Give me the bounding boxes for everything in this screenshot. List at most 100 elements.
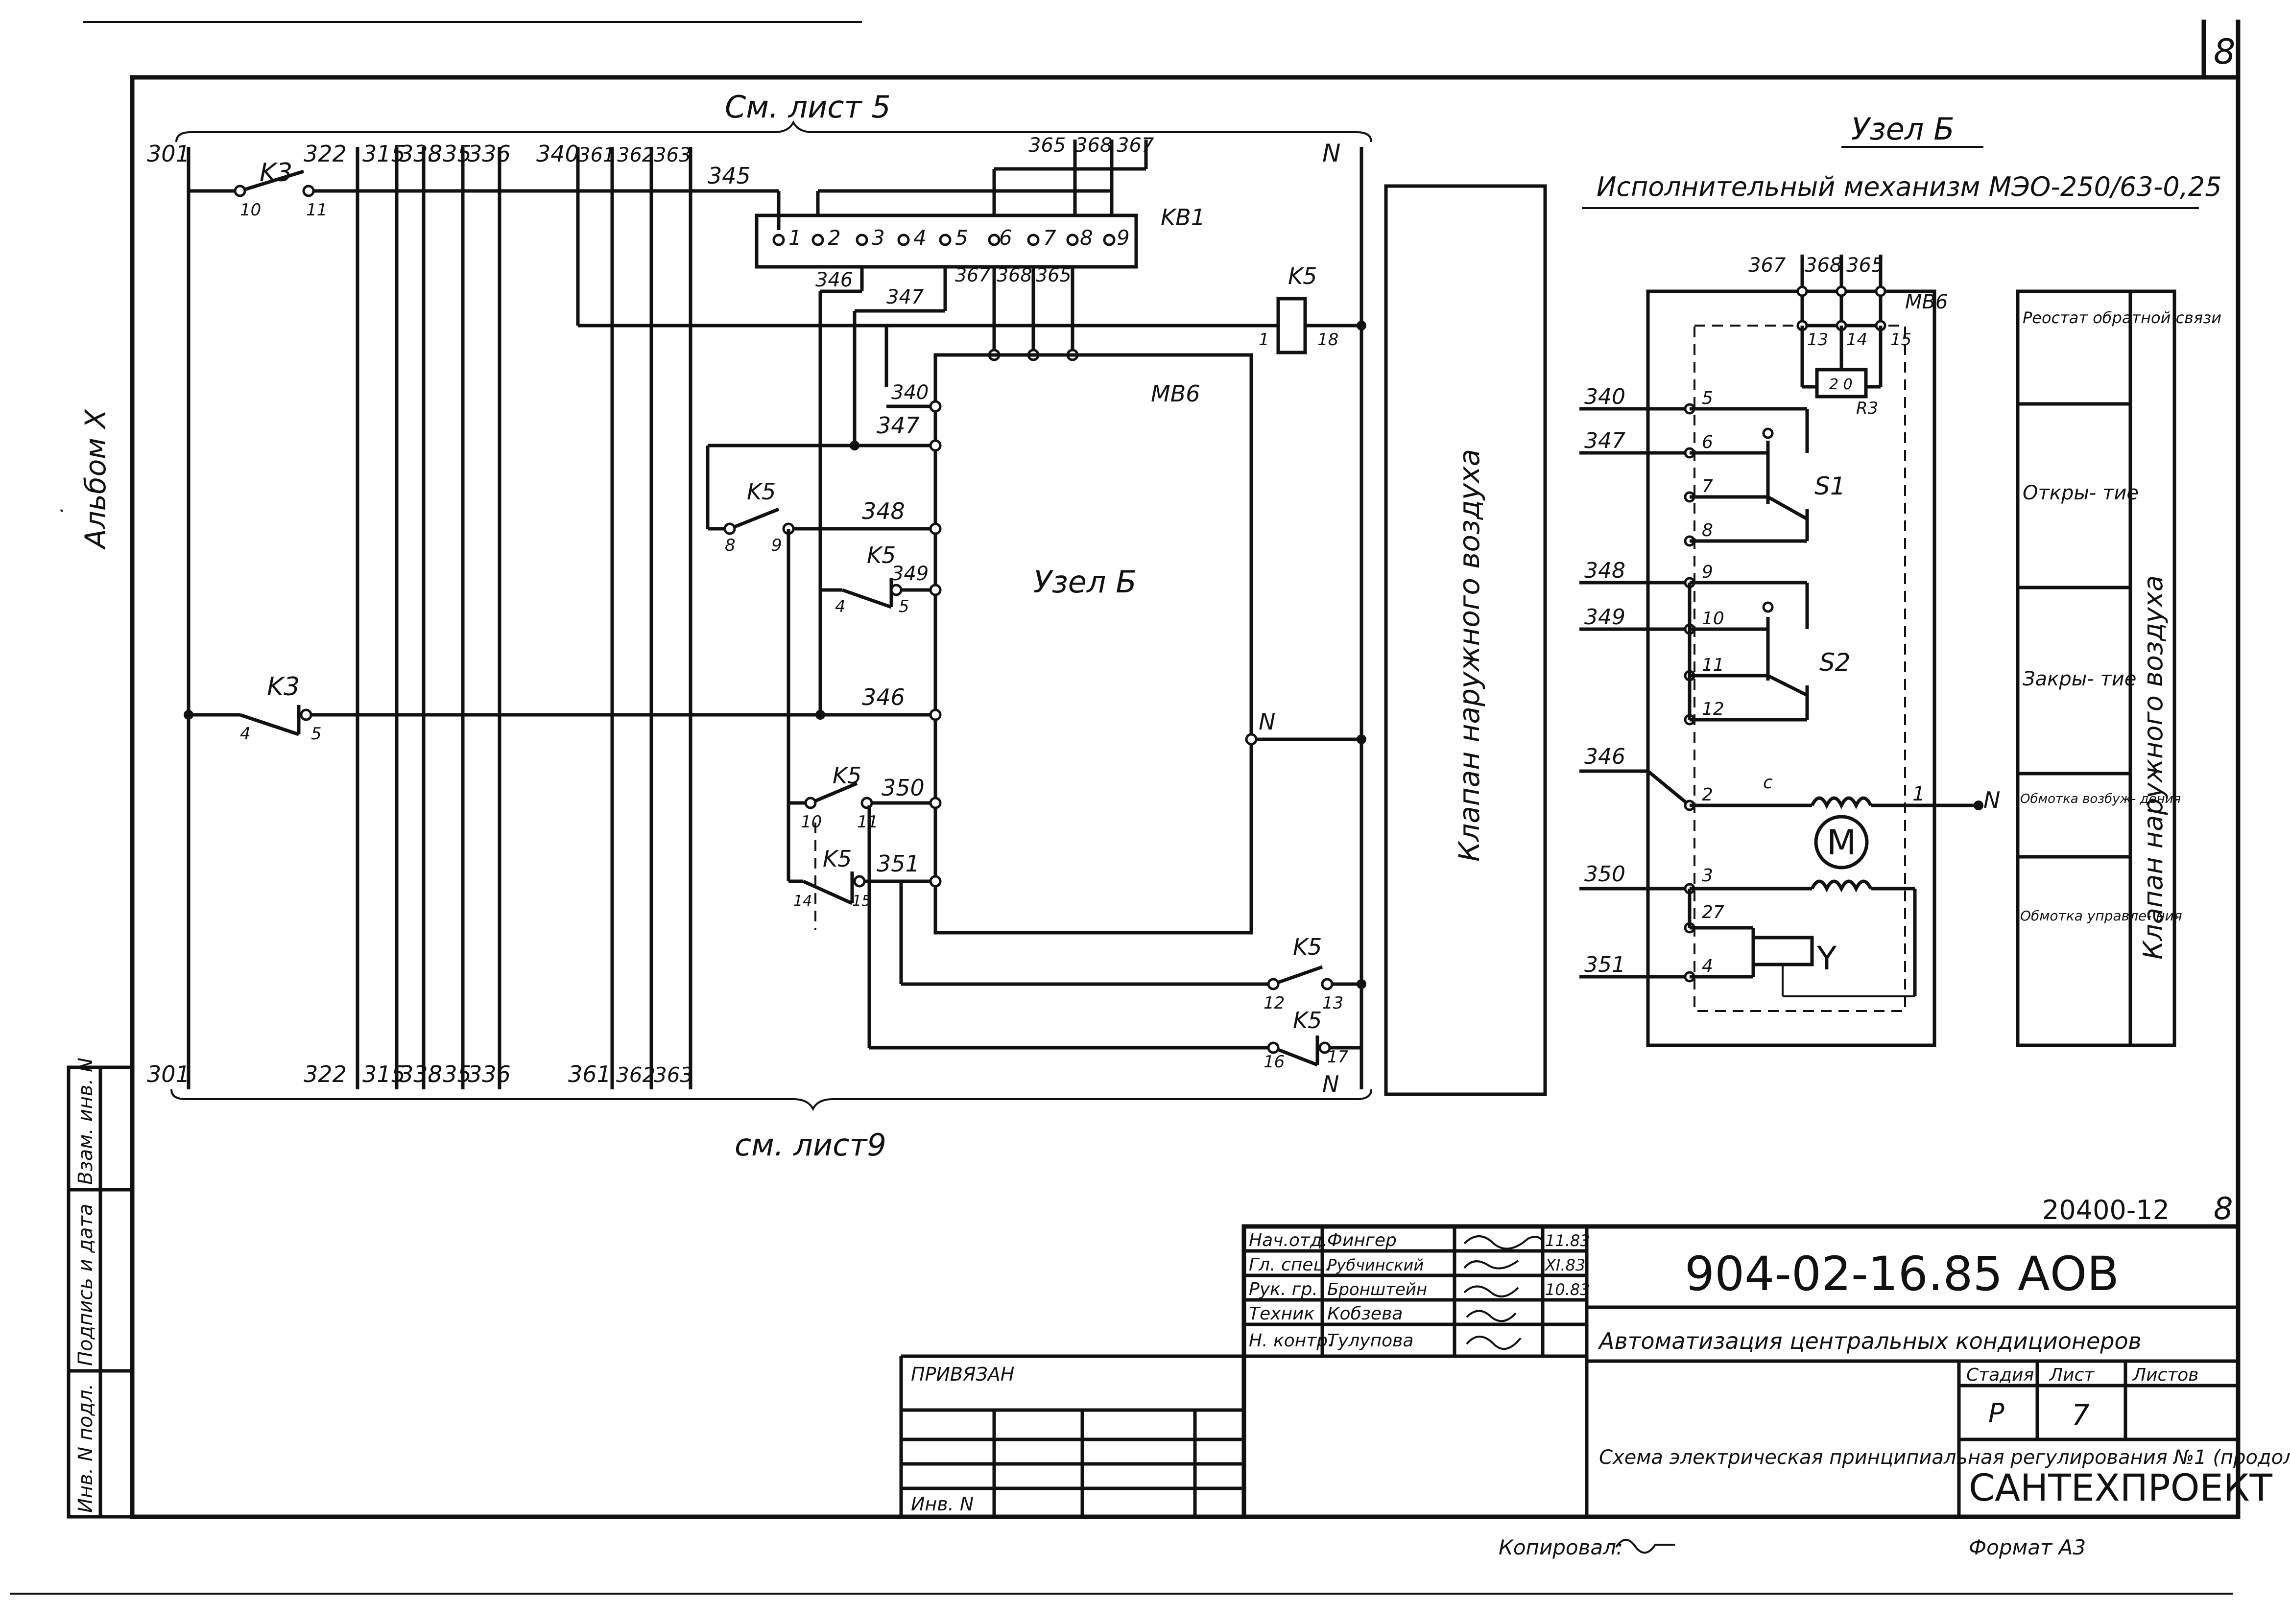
ref-number: 20400-12 — [2042, 1195, 2170, 1225]
bus-322-top: 322 — [304, 141, 347, 167]
bus-336-bottom: 336 — [468, 1061, 511, 1087]
mb6-block — [933, 353, 1253, 935]
wire-345: 345 — [708, 163, 751, 189]
staff-row-4: Н. контр. Тулупова — [1249, 1331, 1413, 1351]
k5-b-pin-a: 4 — [835, 597, 846, 616]
sheet-header: Лист — [2049, 1365, 2095, 1385]
album-label: Альбом X — [79, 409, 112, 550]
k5-coil-pin-b: 18 — [1317, 330, 1338, 350]
stage-header: Стадия — [1966, 1365, 2034, 1385]
unit-b-terminals: 5 6 7 8 9 10 11 12 2 3 27 4 — [1684, 388, 1724, 983]
svg-text:Н. контр.: Н. контр. — [1249, 1331, 1334, 1351]
bus-338-bottom: 338 — [399, 1061, 442, 1087]
bus-n-bottom: N — [1322, 1071, 1339, 1097]
wire-365-b: 365 — [1036, 264, 1072, 286]
project-title: Автоматизация центральных кондиционеров — [1598, 1328, 2142, 1354]
bus-322-bottom: 322 — [304, 1061, 347, 1087]
svg-text:5: 5 — [1702, 388, 1713, 408]
r3-label: R3 — [1856, 399, 1878, 418]
bus-338-top: 338 — [399, 141, 442, 167]
wire-340: 340 — [891, 381, 929, 404]
bus-n-top: N — [1322, 139, 1340, 167]
svg-text:8: 8 — [1702, 520, 1713, 541]
svg-text:XI.83: XI.83 — [1544, 1256, 1585, 1274]
svg-text:27: 27 — [1702, 902, 1724, 922]
unit-b-subtitle: Исполнительный механизм МЭО-250/63-0,25 — [1597, 171, 2222, 202]
svg-text:Рук. гр.: Рук. гр. — [1249, 1279, 1318, 1299]
wire-347: 347 — [877, 412, 920, 439]
svg-text:3: 3 — [872, 226, 885, 250]
motor-winding — [1810, 796, 1873, 809]
legend-row-excitation: Обмотка возбуж- дения — [2020, 792, 2181, 806]
bottom-sheet-reference: см. лист9 — [735, 1127, 886, 1163]
k5-coil-pin-a: 1 — [1259, 330, 1269, 350]
k5-e-label: K5 — [1293, 934, 1322, 960]
bus-361-bottom: 361 — [568, 1061, 611, 1087]
k5-f-pin-b: 17 — [1327, 1047, 1349, 1067]
svg-text:Бронштейн: Бронштейн — [1327, 1280, 1427, 1299]
unit-b-wire-350: 350 — [1584, 862, 1625, 887]
k5-d-label: K5 — [823, 846, 852, 872]
wire-367-b: 367 — [955, 264, 991, 286]
unit-b-mb6: MB6 — [1905, 291, 1948, 313]
k3-mid-label: K3 — [267, 672, 300, 702]
legend-row-close: Закры- тие — [2023, 668, 2136, 690]
svg-text:5: 5 — [955, 226, 968, 250]
copied-label: Копировал: — [1499, 1535, 1623, 1559]
y-solenoid — [1751, 936, 1814, 966]
wire-351: 351 — [877, 850, 920, 877]
legend-row-reostat: Реостат обратной связи — [2023, 308, 2221, 327]
drawing-title: Схема электрическая принципиальная регул… — [1599, 1446, 2290, 1469]
kb1-pins: 1 2 3 4 5 6 7 8 9 — [772, 226, 1130, 250]
svg-text:4: 4 — [1702, 956, 1713, 976]
k5-b-pin-b: 5 — [899, 597, 909, 616]
stamp-col-inv: Инв. N подл. — [74, 1384, 97, 1513]
bus-315-bottom: 315 — [362, 1061, 406, 1087]
svg-text:10.83: 10.83 — [1545, 1280, 1590, 1299]
unit-b-n: N — [1259, 708, 1275, 735]
kb1-label: KB1 — [1161, 204, 1205, 231]
sheet-value: 7 — [2072, 1398, 2090, 1432]
k5-a-pin-b: 9 — [771, 536, 782, 555]
k5-c-label: K5 — [833, 762, 861, 789]
bus-335-bottom: 335 — [429, 1061, 472, 1087]
legend-side-label: Клапан наружного воздуха — [2138, 575, 2169, 960]
svg-text:12: 12 — [1702, 699, 1724, 719]
svg-text:Нач.отд.: Нач.отд. — [1249, 1230, 1328, 1250]
stamp-col-sign: Подпись и дата — [74, 1204, 97, 1366]
legend-row-control: Обмотка управле- ния — [2020, 908, 2182, 924]
svg-text:Кобзева: Кобзева — [1327, 1304, 1403, 1324]
k3-top-pin-a: 10 — [240, 200, 261, 220]
bus-361-top: 361 — [578, 144, 615, 166]
stamp-col-repl: Взам. инв. N — [74, 1058, 97, 1185]
svg-text:6: 6 — [999, 226, 1012, 250]
signature-marks — [1463, 1235, 1544, 1350]
bus-362-bottom: 362 — [616, 1063, 655, 1087]
s2-label: S2 — [1819, 648, 1851, 677]
k5-coil — [1276, 297, 1307, 354]
album-code-mark: · — [51, 508, 73, 514]
svg-text:7: 7 — [1043, 226, 1056, 250]
bus-362-top: 362 — [617, 144, 654, 166]
svg-text:8: 8 — [1080, 226, 1093, 250]
svg-text:Обмотка управле- ния: Обмотка управле- ния — [2020, 908, 2182, 924]
wire-347-a: 347 — [886, 286, 924, 308]
wire-368-b: 368 — [997, 264, 1032, 286]
svg-text:9: 9 — [1117, 226, 1130, 250]
motor-letter: M — [1827, 823, 1856, 863]
svg-text:Закры- тие: Закры- тие — [2023, 668, 2136, 690]
svg-text:10: 10 — [1702, 609, 1724, 629]
unit-b-wire-346: 346 — [1584, 744, 1625, 769]
valve-box-label: Клапан наружного воздуха — [1453, 449, 1486, 862]
sheet-frame: 8 — [10, 20, 2241, 1595]
svg-text:Гл. спец.: Гл. спец. — [1249, 1255, 1331, 1275]
organization: САНТЕХПРОЕКТ — [1969, 1466, 2272, 1509]
ref-sheet-mark: 8 — [2214, 1191, 2233, 1226]
privyazan-label: ПРИВЯЗАН — [911, 1364, 1014, 1385]
bus-335-top: 335 — [429, 141, 472, 167]
corner-sheet-number: 8 — [2214, 32, 2236, 72]
svg-text:Фингер: Фингер — [1327, 1230, 1397, 1250]
unit-b-wire-348: 348 — [1584, 558, 1625, 583]
motor-symbol — [1814, 815, 1869, 870]
